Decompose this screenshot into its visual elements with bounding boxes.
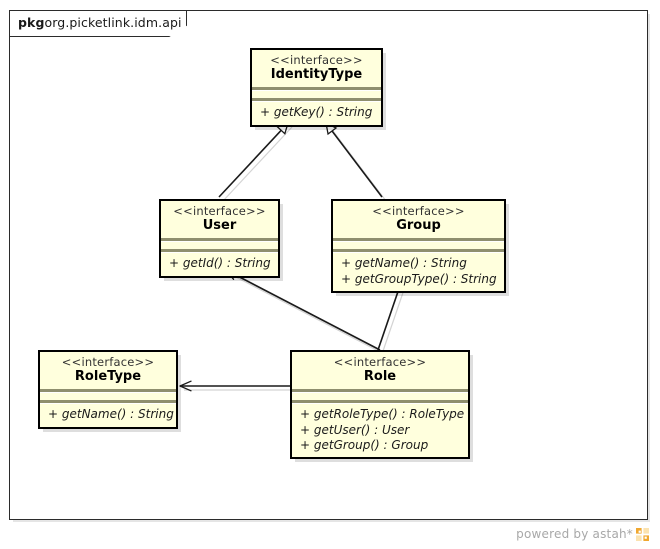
class-box-role[interactable]: <<interface>> Role + getRoleType() : Rol… — [290, 350, 470, 460]
package-frame-tab — [9, 10, 187, 37]
operation: + getKey() : String — [260, 105, 373, 120]
astah-logo-icon — [636, 527, 649, 541]
class-stereotype: <<interface>> — [173, 204, 266, 218]
package-keyword: pkg — [18, 15, 45, 30]
operation: + getUser() : User — [300, 422, 410, 437]
operations-compartment: + getName() : String — [40, 404, 176, 426]
attributes-compartment — [292, 393, 468, 400]
class-name: RoleType — [74, 369, 142, 385]
credit-text: powered by astah* — [516, 527, 633, 541]
compartment-divider — [40, 389, 176, 394]
operation: + getGroup() : Group — [300, 437, 429, 452]
class-box-user[interactable]: <<interface>> User + getId() : String — [159, 199, 280, 278]
operation: + getName() : String — [48, 407, 174, 422]
class-stereotype: <<interface>> — [333, 355, 427, 369]
attributes-compartment — [40, 393, 176, 400]
compartment-divider — [333, 249, 504, 254]
class-box-group[interactable]: <<interface>> Group + getName() : String… — [331, 199, 506, 293]
compartment-divider — [252, 98, 381, 103]
compartment-divider — [161, 249, 278, 254]
class-name: Group — [396, 218, 441, 234]
compartment-divider — [252, 87, 381, 92]
operations-compartment: + getName() : String + getGroupType() : … — [333, 253, 504, 291]
class-header-user: <<interface>> User — [161, 201, 278, 238]
powered-by-credit: powered by astah* — [516, 527, 649, 541]
class-name: Role — [363, 369, 397, 385]
package-frame-label: pkgorg.picketlink.idm.api — [18, 15, 182, 30]
compartment-divider — [333, 238, 504, 243]
compartment-divider — [40, 400, 176, 405]
compartment-divider — [292, 400, 468, 405]
class-box-identitytype[interactable]: <<interface>> IdentityType + getKey() : … — [250, 48, 383, 127]
class-header-role: <<interface>> Role — [292, 352, 468, 389]
operations-compartment: + getRoleType() : RoleType + getUser() :… — [292, 404, 468, 457]
compartment-divider — [292, 389, 468, 394]
class-stereotype: <<interface>> — [61, 355, 155, 369]
operations-compartment: + getId() : String — [161, 253, 278, 275]
class-header-identitytype: <<interface>> IdentityType — [252, 50, 381, 87]
class-header-group: <<interface>> Group — [333, 201, 504, 238]
package-name: org.picketlink.idm.api — [44, 15, 182, 30]
class-box-roletype[interactable]: <<interface>> RoleType + getName() : Str… — [38, 350, 178, 429]
attributes-compartment — [252, 91, 381, 98]
class-name: IdentityType — [270, 67, 363, 83]
attributes-compartment — [161, 242, 278, 249]
class-name: User — [202, 218, 237, 234]
operation: + getName() : String — [341, 256, 467, 271]
operation: + getGroupType() : String — [341, 271, 497, 286]
operation: + getRoleType() : RoleType — [300, 407, 465, 422]
class-stereotype: <<interface>> — [372, 204, 465, 218]
operations-compartment: + getKey() : String — [252, 102, 381, 124]
compartment-divider — [161, 238, 278, 243]
class-stereotype: <<interface>> — [270, 53, 363, 67]
attributes-compartment — [333, 242, 504, 249]
class-header-roletype: <<interface>> RoleType — [40, 352, 176, 389]
operation: + getId() : String — [169, 256, 271, 271]
